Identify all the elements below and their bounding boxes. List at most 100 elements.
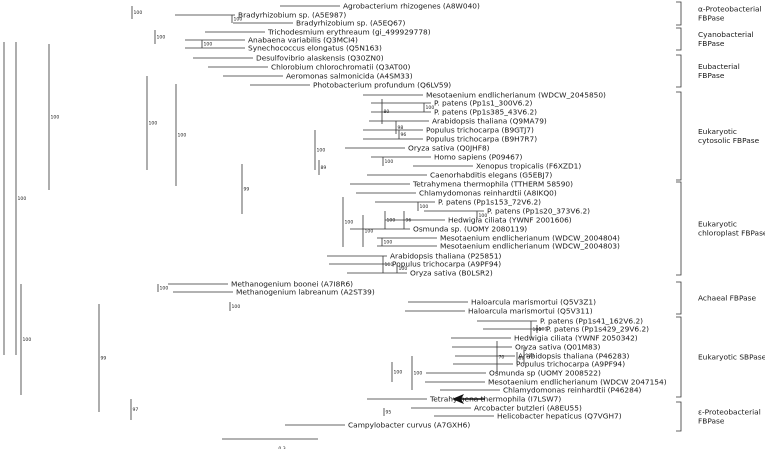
group-label: ε-Proteobacterial (698, 408, 761, 417)
bootstrap-value: 100 (345, 220, 354, 226)
leaf-label: Mesotaenium endlicherianum (WDCW_2004803… (440, 242, 620, 251)
bootstrap-value: 100 (414, 371, 423, 377)
leaf-label: Arabidopsis thaliana (P46283) (518, 352, 630, 361)
leaf-label: Populus trichocarpa (B9GTJ7) (426, 126, 534, 135)
group-label: FBPase (698, 71, 725, 80)
leaf-label: Chlamydomonas reinhardtii (P46284) (503, 386, 642, 395)
bootstrap-value: 100 (385, 262, 394, 268)
leaf-label: Bradyrhizobium sp. (A5E987) (238, 11, 346, 20)
leaf-label: Arcobacter butzleri (A8EU55) (474, 404, 582, 413)
leaf-label: Hedwigia ciliata (YWNF 2001606) (448, 216, 572, 225)
bootstrap-value: 97 (133, 407, 139, 413)
leaf-label: Arabidopsis thaliana (P25851) (390, 252, 502, 261)
leaf-label: Oryza sativa (B0LSR2) (410, 269, 493, 278)
leaf-label: Mesotaenium endlicherianum (WDCW_2004804… (440, 234, 620, 243)
bootstrap-value: 100 (23, 337, 32, 343)
leaf-label: Campylobacter curvus (A7GXH6) (348, 421, 470, 430)
leaf-label: Osmunda sp. (UOMY 2080119) (413, 225, 527, 234)
leaf-label: Populus trichocarpa (A9PF94) (392, 260, 501, 269)
leaf-label: Tetrahymena thermophila (I7LSW7) (429, 395, 561, 404)
group-bracket (676, 316, 682, 398)
leaf-label: Desulfovibrio alaskensis (Q30ZN0) (256, 54, 384, 63)
bootstrap-value: 89 (519, 356, 525, 362)
leaf-label: Photobacterium profundum (Q6LV59) (313, 81, 451, 90)
leaf-label: Aeromonas salmonicida (A4SM33) (286, 72, 413, 81)
leaf-label: Bradyrhizobium sp. (A5EQ67) (296, 19, 406, 28)
leaf-label: Haloarcula marismortui (Q5V3Z1) (471, 298, 596, 307)
leaf-label: Methanogenium labreanum (A2ST39) (236, 288, 375, 297)
bootstrap-value: 70 (499, 355, 505, 361)
bootstrap-value: 99 (101, 356, 107, 362)
group-label: α-Proteobacterial (698, 5, 762, 14)
leaf-label: Homo sapiens (P09467) (434, 153, 523, 162)
group-label: cytosolic FBPase (698, 136, 760, 145)
group-bracket (676, 27, 682, 51)
bootstrap-value: 100 (234, 17, 243, 23)
leaf-label: P. patens (Pp1s20_373V6.2) (487, 207, 590, 216)
group-label: Achaeal FBPase (698, 294, 757, 303)
bootstrap-value: 100 (394, 370, 403, 376)
leaf-label: Trichodesmium erythreaum (gi_499929778) (267, 28, 431, 37)
leaf-label: Oryza sativa (Q01M83) (515, 343, 600, 352)
leaf-label: Chlamydomonas reinhardtii (A8IKQ0) (419, 189, 557, 198)
leaf-label: Oryza sativa (Q0JHF8) (408, 144, 490, 153)
group-label: Eubacterial (698, 62, 740, 71)
bootstrap-value: 89 (321, 165, 327, 171)
leaf-label: Agrobacterium rhizogenes (A8W040) (343, 2, 480, 11)
group-bracket (676, 281, 682, 315)
bootstrap-value: 100 (317, 148, 326, 154)
leaf-label: P. patens (Pp1s153_72V6.2) (438, 198, 541, 207)
leaf-label: P. patens (Pp1s385_43V6.2) (434, 108, 537, 117)
bootstrap-value: 100 (385, 159, 394, 165)
bootstrap-value: 100 (232, 304, 241, 310)
scale-bar-label: 0.3 (278, 446, 285, 449)
bootstrap-value: 95 (386, 410, 392, 416)
leaf-label: Haloarcula marismortui (Q5V311) (468, 307, 593, 316)
group-label: Cyanobacterial (698, 30, 754, 39)
group-bracket (676, 1, 682, 26)
leaf-label: Populus trichocarpa (A9PF94) (516, 360, 625, 369)
bootstrap-value: 96 (406, 218, 412, 224)
group-label: Eukaryotic (698, 220, 737, 229)
group-label: FBPase (698, 417, 725, 426)
leaf-label: Tetrahymena thermophila (TTHERM 58590) (412, 180, 573, 189)
group-label: FBPase (698, 14, 725, 23)
leaf-label: Methanogenium boonei (A7I8R6) (231, 280, 353, 289)
leaf-label: Chlorobium chlorochromatii (Q3AT00) (271, 63, 411, 72)
leaf-label: P. patens (Pp1s41_162V6.2) (540, 317, 643, 326)
bootstrap-value: 100 (526, 353, 535, 359)
bootstrap-value: 100 (479, 213, 488, 219)
bootstrap-value: 100 (178, 133, 187, 139)
leaf-label: Populus trichocarpa (B9H7R7) (426, 135, 537, 144)
bootstrap-value: 96 (401, 132, 407, 138)
group-bracket (676, 91, 682, 181)
leaf-label: Mesotaenium endlicherianum (WDCW_2045850… (426, 91, 606, 100)
group-bracket (676, 401, 682, 432)
leaf-label: P. patens (Pp1s1_300V6.2) (434, 99, 532, 108)
arrow-head-icon (452, 394, 464, 404)
bootstrap-value: 100 (157, 35, 166, 41)
leaf-label: Mesotaenium endlicherianum (WDCW 2047154… (488, 378, 667, 387)
bootstrap-value: 100 (365, 229, 374, 235)
bootstrap-value: 100 (18, 196, 27, 202)
group-label: Eukaryotic SBPase (698, 353, 765, 362)
leaf-label: Arabidopsis thaliana (Q9MA79) (432, 117, 547, 126)
bootstrap-value: 100 (204, 42, 213, 48)
bootstrap-value: 100 (149, 121, 158, 127)
group-label: Eukaryotic (698, 127, 737, 136)
leaf-label: Anabaena variabilis (Q3MCI4) (248, 36, 358, 45)
leaf-label: Caenorhabditis elegans (G5EBJ7) (430, 171, 552, 180)
bootstrap-value: 100 (134, 10, 143, 16)
bootstrap-value: 80 (384, 109, 390, 115)
bootstrap-value: 100 (426, 105, 435, 111)
bootstrap-value: 100 (539, 327, 548, 333)
group-bracket (676, 54, 682, 88)
leaf-label: Osmunda sp (UOMY 2008522) (489, 369, 601, 378)
bootstrap-value: 100 (399, 266, 408, 272)
leaf-label: Synechococcus elongatus (Q5N163) (248, 44, 382, 53)
group-label: FBPase (698, 39, 725, 48)
leaf-label: Hedwigia ciliata (YWNF 2050342) (514, 334, 638, 343)
bootstrap-value: 100 (51, 115, 60, 121)
bootstrap-value: 98 (398, 125, 404, 131)
